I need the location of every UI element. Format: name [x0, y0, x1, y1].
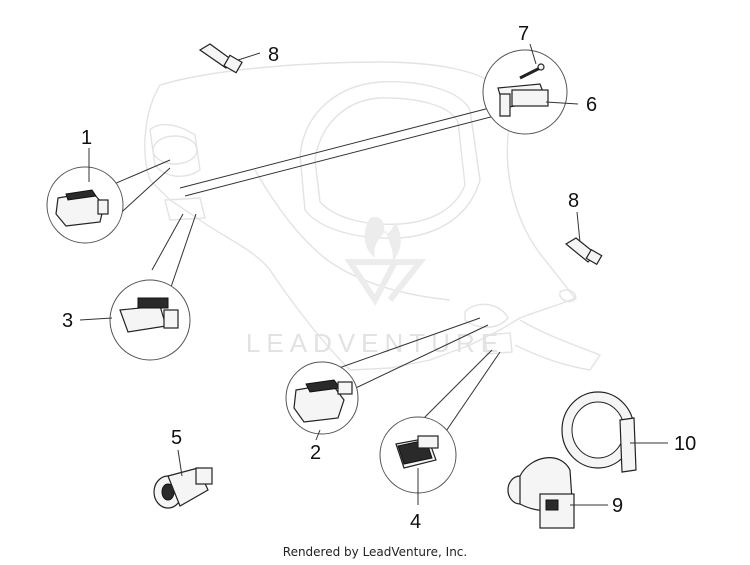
part-9-key-switch[interactable] — [507, 457, 575, 529]
part-8-bulb-right[interactable] — [564, 237, 603, 266]
dashboard-panel-outline — [144, 61, 602, 371]
part-2-switch[interactable] — [285, 361, 359, 435]
callout-3: 3 — [62, 310, 73, 332]
part-8-bulb-top[interactable] — [198, 43, 243, 74]
part-6-connector[interactable] — [482, 49, 568, 135]
callout-9: 9 — [612, 495, 623, 517]
leadventure-watermark: LEADVENTURE — [246, 216, 504, 358]
callout-labels: 1 2 3 4 5 6 7 8 8 9 10 — [62, 23, 696, 533]
part-10-ring-bezel[interactable] — [561, 391, 637, 473]
callout-2: 2 — [310, 442, 321, 464]
callout-8-top: 8 — [268, 44, 279, 66]
footer-credit: Rendered by LeadVenture, Inc. — [283, 545, 467, 559]
callout-5: 5 — [171, 427, 182, 449]
part-5-ignition-lock[interactable] — [153, 467, 213, 509]
part-3-switch[interactable] — [109, 279, 191, 361]
callout-4: 4 — [410, 511, 421, 533]
callout-8-right: 8 — [568, 190, 579, 212]
part-7-screw[interactable] — [519, 63, 545, 80]
part-4-switch[interactable] — [379, 416, 457, 494]
callout-10: 10 — [674, 433, 696, 455]
callout-1: 1 — [81, 127, 92, 149]
callout-7: 7 — [518, 23, 529, 45]
callout-leaders — [79, 43, 668, 506]
part-1-switch[interactable] — [46, 166, 124, 244]
callout-6: 6 — [586, 94, 597, 116]
watermark-text: LEADVENTURE — [246, 328, 504, 358]
